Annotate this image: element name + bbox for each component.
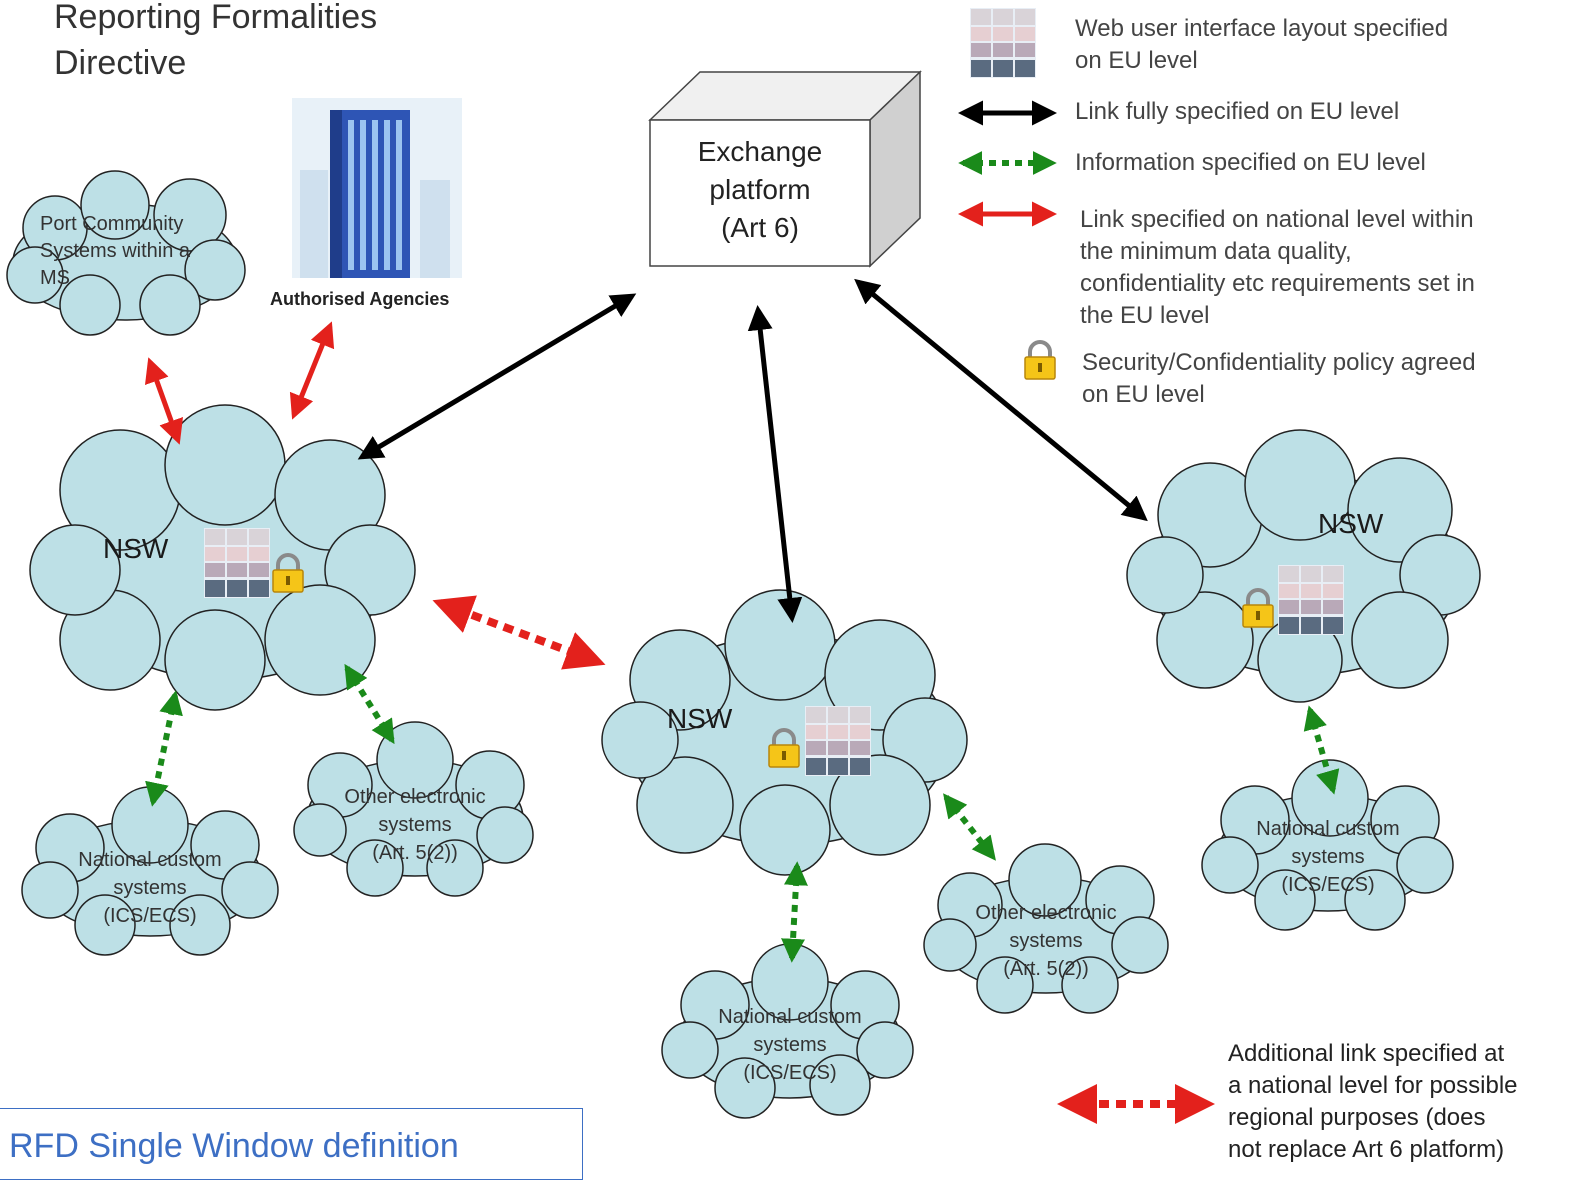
diagram-title: Reporting Formalities Directive: [54, 0, 377, 86]
link-agencies-nsw-left: [289, 321, 335, 420]
authorised-agencies-building: [292, 98, 462, 278]
link-nsw-left-other: [344, 663, 395, 745]
title-line-2: Directive: [54, 44, 187, 82]
customs-left-label: National custom systems (ICS/ECS): [60, 846, 240, 930]
platform-line-2: platform: [709, 174, 811, 205]
legend-lock-icon: [1023, 340, 1057, 381]
exchange-platform-label: Exchange platform (Art 6): [650, 133, 870, 247]
customs-left-line-1: National custom: [78, 849, 222, 871]
ui-layout-icon: [805, 706, 871, 776]
pcs-line-1: Port Community: [40, 213, 184, 235]
customs-right-line-2: systems: [1291, 846, 1365, 868]
link-nsw-left-nsw-center: [432, 595, 606, 670]
link-nsw-right-customs: [1303, 705, 1340, 795]
legend-national-line-1: Link specified on national level within: [1080, 206, 1474, 233]
authorised-agencies-label: Authorised Agencies: [270, 289, 450, 309]
customs-center-line-3: (ICS/ECS): [743, 1062, 837, 1084]
legend-info-eu-text: Information specified on EU level: [1075, 149, 1426, 176]
legend-link-full-text: Link fully specified on EU level: [1075, 98, 1400, 125]
link-platform-nsw-center: [747, 305, 803, 623]
other-left-line-2: systems: [378, 814, 452, 836]
cloud-other-center: [923, 843, 1169, 1014]
legend-additional-line-1: Additional link specified at: [1228, 1040, 1505, 1067]
other-left-label: Other electronic systems (Art. 5(2)): [325, 783, 505, 867]
legend-national-line-3: confidentiality etc requirements set in: [1080, 270, 1475, 297]
title-line-1: Reporting Formalities: [54, 0, 378, 36]
pcs-line-2: Systems within a: [40, 240, 191, 262]
link-platform-nsw-left: [357, 293, 637, 460]
link-nsw-center-other: [943, 793, 996, 861]
legend-link-national-text: Link specified on national level within …: [1080, 204, 1475, 332]
legend-security-text: Security/Confidentiality policy agreed o…: [1082, 347, 1476, 411]
legend-additional-line-4: not replace Art 6 platform): [1228, 1136, 1505, 1163]
customs-center-line-2: systems: [753, 1034, 827, 1056]
footer-box: RFD Single Window definition: [0, 1108, 583, 1180]
other-center-line-1: Other electronic: [975, 902, 1117, 924]
link-pcs-nsw-left: [144, 357, 184, 445]
legend-security-line-2: on EU level: [1082, 381, 1205, 408]
other-left-line-3: (Art. 5(2)): [372, 842, 458, 864]
cloud-port-community: [6, 170, 246, 336]
legend-security-line-1: Security/Confidentiality policy agreed: [1082, 349, 1476, 376]
link-nsw-left-customs: [145, 690, 183, 807]
other-center-label: Other electronic systems (Art. 5(2)): [956, 899, 1136, 983]
pcs-label: Port Community Systems within a MS: [40, 211, 190, 292]
legend-ui-layout-icon: [970, 8, 1036, 78]
ui-layout-icon: [1278, 565, 1344, 635]
cloud-nsw-center: [601, 589, 968, 876]
footer-label: RFD Single Window definition: [9, 1127, 459, 1165]
nsw-left-label: NSW: [103, 533, 169, 564]
nsw-right-label: NSW: [1318, 508, 1384, 539]
legend-additional-text: Additional link specified at a national …: [1228, 1038, 1518, 1166]
other-center-line-3: (Art. 5(2)): [1003, 958, 1089, 980]
customs-left-line-2: systems: [113, 877, 187, 899]
legend-ui-line-1: Web user interface layout specified: [1075, 15, 1449, 42]
customs-left-line-3: (ICS/ECS): [103, 905, 197, 927]
legend-ui-line-2: on EU level: [1075, 47, 1198, 74]
cloud-other-left: [293, 721, 534, 897]
legend-ui-layout-text: Web user interface layout specified on E…: [1075, 13, 1448, 77]
legend-national-line-4: the EU level: [1080, 302, 1210, 329]
legend-additional-line-2: a national level for possible: [1228, 1072, 1518, 1099]
nsw-center-label: NSW: [667, 703, 733, 734]
legend-national-line-2: the minimum data quality,: [1080, 238, 1352, 265]
other-left-line-1: Other electronic: [344, 786, 486, 808]
customs-right-line-3: (ICS/ECS): [1281, 874, 1375, 896]
pcs-line-3: MS: [40, 267, 70, 289]
cloud-customs-center: [661, 943, 914, 1119]
other-center-line-2: systems: [1009, 930, 1083, 952]
link-platform-nsw-right: [854, 278, 1148, 522]
customs-center-label: National custom systems (ICS/ECS): [700, 1003, 880, 1087]
platform-line-3: (Art 6): [721, 212, 799, 243]
customs-center-line-1: National custom: [718, 1006, 862, 1028]
ui-layout-icon: [204, 528, 270, 598]
platform-line-1: Exchange: [697, 136, 823, 167]
customs-right-label: National custom systems (ICS/ECS): [1238, 815, 1418, 899]
exchange-platform-box: [648, 70, 922, 268]
link-nsw-center-customs: [781, 861, 808, 963]
legend-additional-line-3: regional purposes (does: [1228, 1104, 1486, 1131]
customs-right-line-1: National custom: [1256, 818, 1400, 840]
